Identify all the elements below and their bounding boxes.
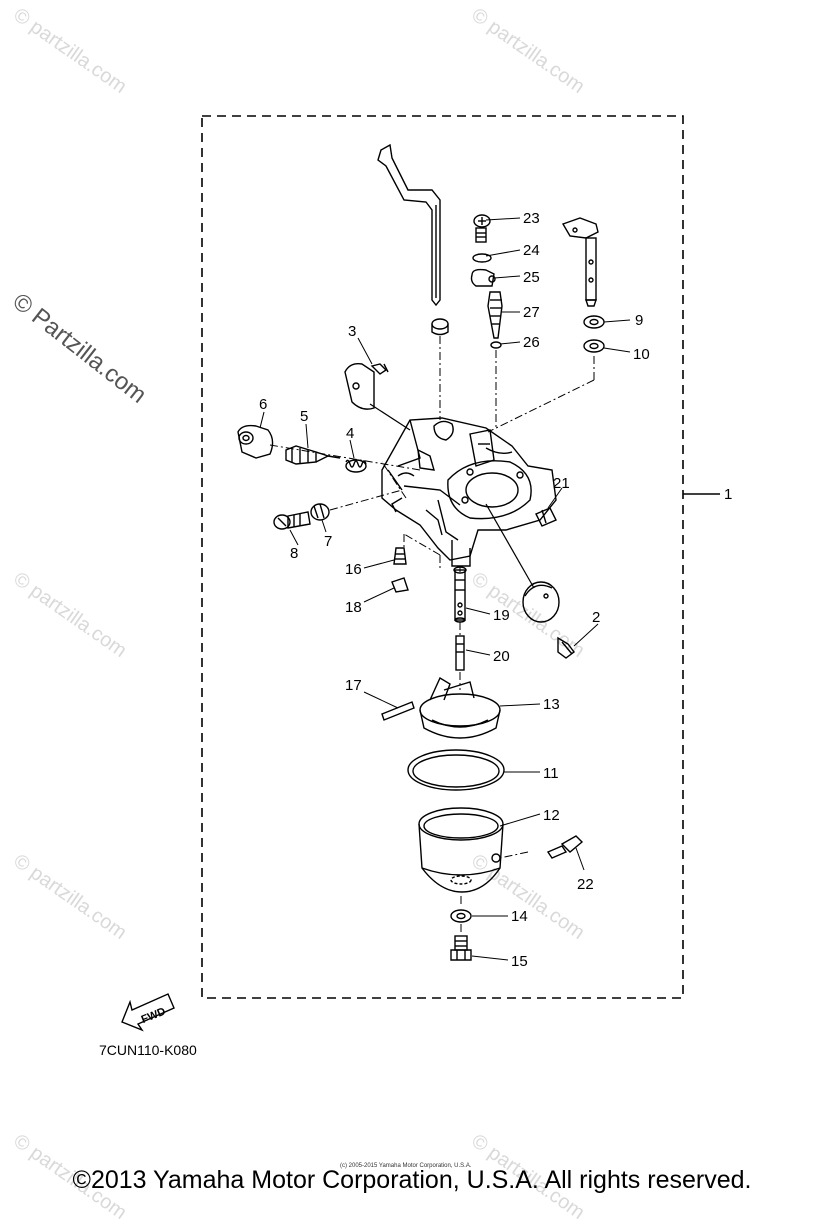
float-bowl [418, 807, 504, 893]
throttle-bushing [431, 318, 449, 336]
carburetor-body [381, 417, 557, 567]
callout-1: 1 [724, 486, 732, 503]
alignment-lines [269, 336, 595, 934]
callout-2: 2 [592, 609, 600, 626]
jet-clip [391, 577, 409, 593]
assembly-boundary [201, 115, 684, 999]
leader-2-body [485, 503, 535, 589]
callout-18: 18 [345, 599, 362, 616]
callout-27: 27 [523, 304, 540, 321]
float-pin [381, 701, 415, 721]
throttle-plate [344, 362, 389, 410]
main-jet [393, 547, 407, 565]
callout-12: 12 [543, 807, 560, 824]
cover-screw [557, 636, 575, 659]
callout-11: 11 [543, 765, 559, 782]
callout-26: 26 [523, 334, 540, 351]
carburetor-exploded-diagram: 1 2 3 4 5 6 7 8 9 10 11 12 13 14 15 16 1… [121, 115, 732, 1032]
fwd-arrow-icon: FWD [121, 993, 175, 1032]
callout-21: 21 [553, 475, 570, 492]
pilot-jet [455, 635, 465, 671]
drain-bolt-washer [450, 909, 472, 923]
callout-13: 13 [543, 696, 560, 713]
callout-14: 14 [511, 908, 528, 925]
drain-bolt [450, 935, 472, 961]
callout-8: 8 [290, 545, 298, 562]
pilot-screw-stack [470, 214, 503, 349]
callout-22: 22 [577, 876, 594, 893]
callout-16: 16 [345, 561, 362, 578]
callout-17: 17 [345, 677, 362, 694]
callout-4: 4 [346, 425, 354, 442]
pilot-screw-spring [345, 459, 367, 473]
callout-15: 15 [511, 953, 528, 970]
footer-fine-print: (c) 2005-2015 Yamaha Motor Corporation, … [340, 1163, 472, 1169]
callout-9: 9 [635, 312, 643, 329]
float [419, 676, 501, 739]
throttle-stop-spring [310, 503, 330, 521]
callout-19: 19 [493, 607, 510, 624]
callout-25: 25 [523, 269, 540, 286]
throttle-stop-screw [273, 511, 311, 530]
float-bowl-gasket [407, 749, 505, 791]
callout-labels: 1 2 3 4 5 6 7 8 9 10 11 12 13 14 15 16 1… [259, 210, 732, 970]
callout-23: 23 [523, 210, 540, 227]
callout-5: 5 [300, 408, 308, 425]
callout-24: 24 [523, 242, 540, 259]
pilot-screw [285, 445, 341, 465]
pilot-jet-cap [237, 424, 274, 459]
diagram-code: 7CUN110-K080 [99, 1042, 197, 1058]
leader-3-body [369, 403, 411, 431]
callout-20: 20 [493, 648, 510, 665]
footer-copyright: ©2013 Yamaha Motor Corporation, U.S.A. A… [72, 1166, 752, 1194]
callout-10: 10 [633, 346, 650, 363]
callout-3: 3 [348, 323, 356, 340]
drain-screw [535, 507, 557, 527]
callout-6: 6 [259, 396, 267, 413]
bowl-screw [546, 835, 584, 859]
choke-shaft [561, 217, 605, 353]
cover-plate [522, 581, 560, 623]
callout-leaders [259, 217, 631, 961]
throttle-rod [377, 143, 441, 307]
main-nozzle [453, 566, 467, 623]
callout-7: 7 [324, 533, 332, 550]
